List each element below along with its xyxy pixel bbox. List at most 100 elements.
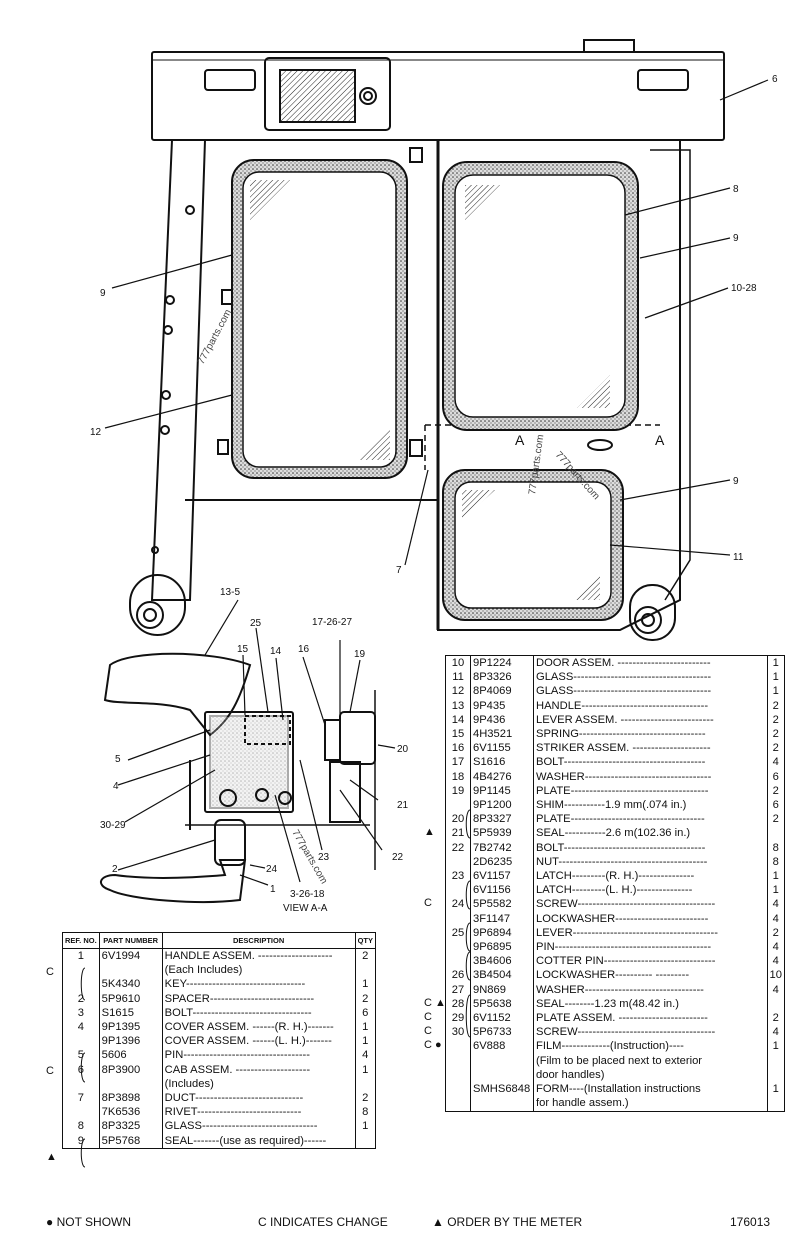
leader-lines [104,79,769,566]
description-cell: COTTER PIN------------------------------ [533,954,768,969]
part-number-cell: 3B4606 [470,954,534,969]
qty-cell: 2 [772,1012,779,1025]
watermark: 777parts.com [196,308,234,367]
part-number-cell [470,1053,534,1068]
callout-5: 5 [115,754,121,765]
qty-cell: 2 [772,926,779,939]
ref-no-cell: 22 [445,840,471,855]
part-number-cell: 5P5638 [470,996,534,1012]
header-description: DESCRIPTION [162,932,356,949]
qty-cell: 4 [772,983,779,996]
qty-cell: 1 [362,1035,369,1048]
ref-no-cell: 9 [62,1133,100,1149]
header-ref-no: REF. NO. [62,932,100,949]
description-cell: COVER ASSEM. ------(L. H.)------- [162,1034,356,1049]
description-cell: PLATE ASSEM. ------------------------ [533,1011,768,1026]
legend-indicates-change: C INDICATES CHANGE [258,1215,388,1229]
change-mark: C [46,1065,54,1078]
ref-no-cell: 14 [445,712,471,728]
ref-no-cell: 26 [445,968,471,983]
description-cell: SEAL-------(use as required)------ [162,1133,356,1149]
qty-cell: 8 [772,855,779,868]
change-mark: ▲ [46,1150,57,1163]
ref-no-cell: 21 [445,826,471,841]
table-row: (Includes) [62,1076,376,1092]
description-cell: LATCH---------(R. H.)--------------- [533,869,768,884]
qty-cell: 4 [362,1049,369,1062]
callout-2: 2 [112,864,118,875]
qty-cell: 8 [362,1106,369,1119]
part-number-cell: 6V1152 [470,1011,534,1026]
qty-cell: 2 [772,699,779,712]
qty-cell [355,1077,375,1091]
part-number-cell: 5P9610 [99,991,163,1006]
part-number-cell: 9P435 [470,698,534,713]
part-number-cell [99,1076,163,1092]
qty-cell: 8 [772,841,779,854]
callout-labels: 6 8 9 10-28 9 12 9 11 7 A A 13-5 25 15 1… [90,74,778,914]
ref-no-cell [445,954,471,969]
part-number-cell: 8P3325 [99,1119,163,1134]
handle-detail [100,652,376,903]
part-number-cell: 8P3900 [99,1062,163,1077]
change-mark: C ▲ [424,996,446,1009]
part-number-cell: 3B4504 [470,968,534,983]
description-cell: WASHER-------------------------------- [533,982,768,997]
ref-no-cell [445,1096,471,1111]
description-cell: KEY-------------------------------- [162,977,356,992]
ref-no-cell: 8 [62,1119,100,1134]
qty-cell [767,1068,784,1082]
part-number-cell: 3F1147 [470,911,534,926]
callout-3-26-18: 3-26-18 [290,889,325,900]
ref-no-cell: 7 [62,1091,100,1106]
qty-cell: 2 [772,728,779,741]
callout-23: 23 [318,852,330,863]
callout-15: 15 [237,644,249,655]
description-cell: SPRING---------------------------------- [533,727,768,742]
qty-cell: 4 [772,1026,779,1039]
part-number-cell: 9P436 [470,712,534,728]
callout-8: 8 [733,184,739,195]
callout-9: 9 [733,476,739,487]
qty-cell: 2 [772,813,779,826]
callout-17-26-27: 17-26-27 [312,617,352,628]
callout-7: 7 [396,565,402,576]
callout-6: 6 [772,74,778,85]
figure-number: 176013 [730,1215,771,1229]
qty-cell: 1 [772,884,779,897]
callout-21: 21 [397,800,409,811]
part-number-cell [470,1096,534,1111]
section-mark-a: A [515,432,525,448]
description-cell: door handles) [533,1067,768,1083]
part-number-cell: 6V888 [470,1039,534,1054]
description-cell: (Includes) [162,1076,356,1092]
callout-12: 12 [90,427,102,438]
change-mark: C [424,1011,432,1023]
ref-no-cell: 29 [445,1011,471,1026]
ref-no-cell [62,977,100,992]
qty-cell: 1 [362,1021,369,1034]
qty-cell: 4 [772,898,779,911]
part-number-cell: 6V1156 [470,883,534,898]
legend-not-shown: ● NOT SHOWN [46,1215,132,1229]
ref-no-cell [445,883,471,898]
description-cell: LEVER ASSEM. ------------------------- [533,712,768,728]
qty-cell: 1 [362,978,369,991]
part-number-cell: SMHS6848 [470,1082,534,1097]
callout-30-29: 30-29 [100,820,126,831]
